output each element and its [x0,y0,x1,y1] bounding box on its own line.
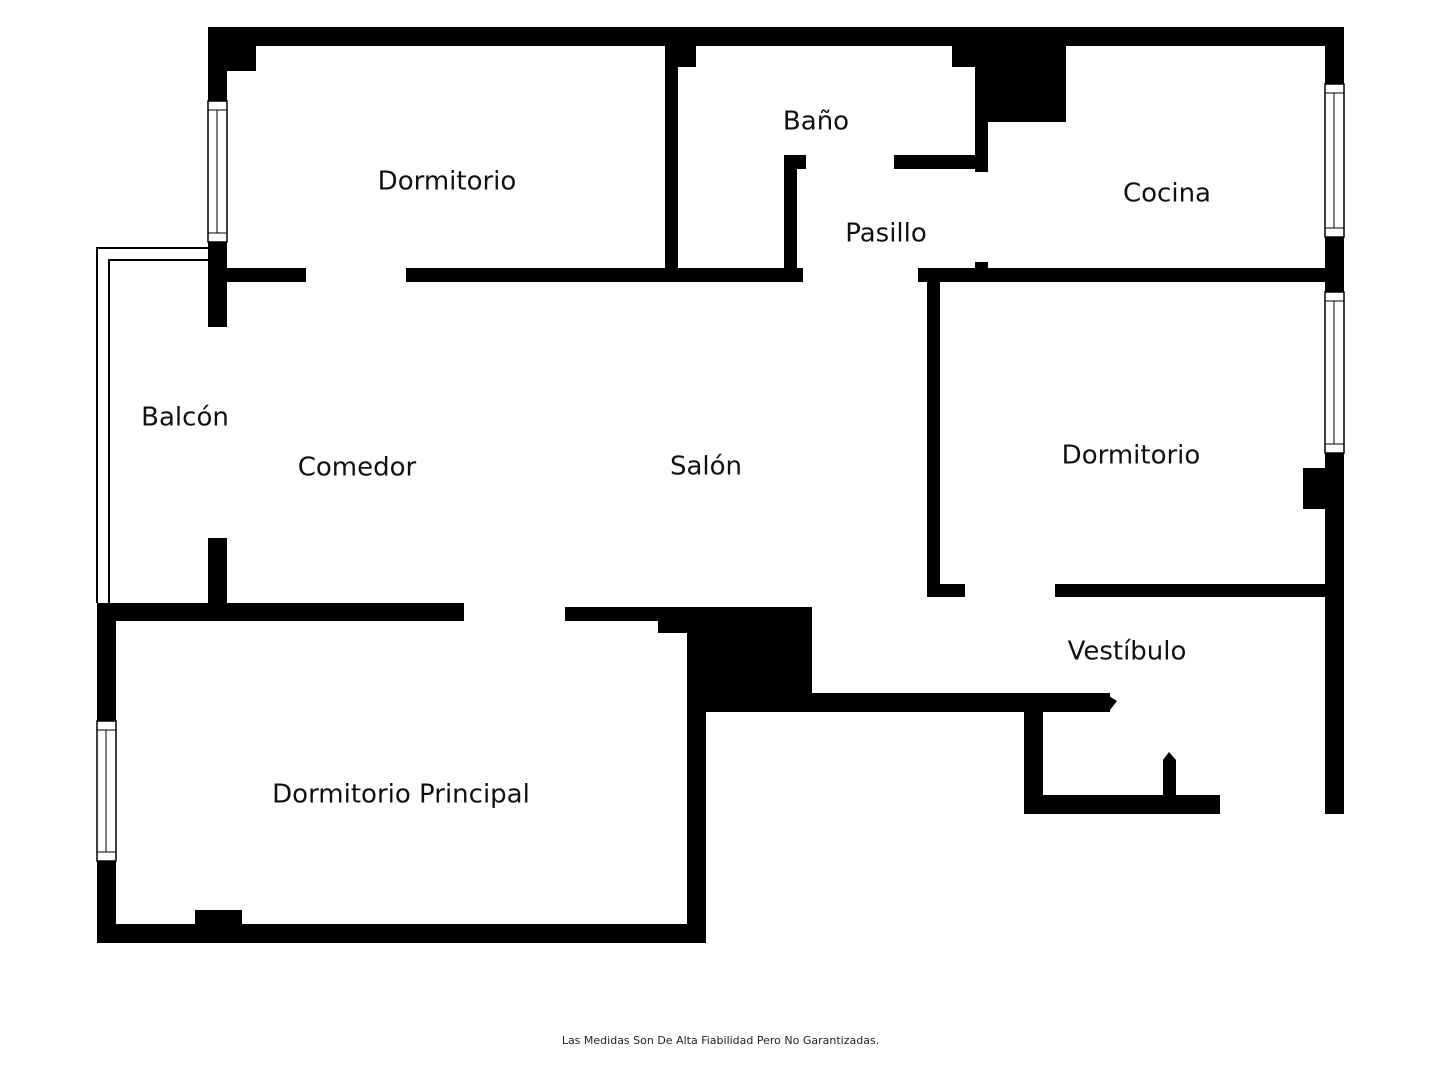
disclaimer-text: Las Medidas Son De Alta Fiabilidad Pero … [561,1034,880,1047]
room-label-salon: Salón [670,452,742,482]
room-label-cocina: Cocina [1123,179,1211,209]
room-label-pasillo: Pasillo [845,219,927,249]
walls [97,27,1344,943]
balcony-railing [96,247,208,603]
room-label-dormitorio-2: Dormitorio [1062,441,1201,471]
room-labels: Dormitorio Baño Pasillo Cocina Balcón Co… [141,107,1211,810]
windows [96,83,1345,862]
room-label-balcon: Balcón [141,403,229,433]
room-label-dormitorio-principal: Dormitorio Principal [272,780,530,810]
room-label-dormitorio: Dormitorio [378,167,517,197]
room-label-comedor: Comedor [298,453,417,483]
room-label-vestibulo: Vestíbulo [1068,637,1187,667]
room-label-bano: Baño [783,107,849,137]
